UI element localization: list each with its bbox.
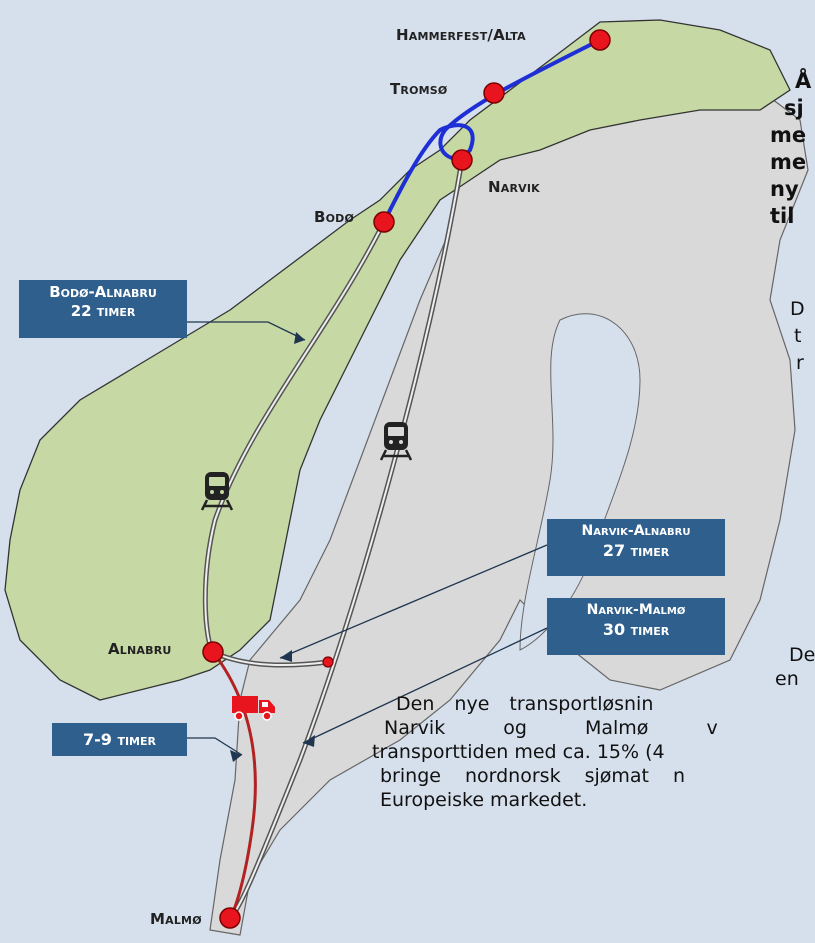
node-hammerfest — [589, 29, 611, 51]
node-malmo — [219, 907, 241, 929]
city-label-bodo: Bodø — [314, 208, 355, 226]
intro-line: sj — [784, 96, 804, 120]
route-box-truck: 7-9 timer — [52, 723, 187, 756]
city-label-tromso: Tromsø — [390, 80, 448, 98]
route-time: 22 timer — [70, 301, 136, 320]
norway-landmass — [4, 19, 791, 701]
city-label-narvik: Narvik — [488, 178, 540, 196]
intro-line: ny — [770, 177, 799, 201]
route-box-narvik-malmo: Narvik-Malmø 30 timer — [547, 598, 725, 655]
right-text-line: en — [775, 668, 799, 690]
route-box-narvik-alnabru: Narvik-Alnabru 27 timer — [547, 519, 725, 576]
city-label-hammerfest: Hammerfest/Alta — [396, 26, 526, 44]
route-box-bodo-alnabru: Bodø-Alnabru 22 timer — [19, 280, 187, 338]
train-icon — [379, 422, 413, 461]
node-junction — [322, 656, 334, 668]
right-text-b: De en — [775, 643, 815, 699]
right-text-a: D t r — [790, 296, 808, 376]
paragraph-line: transporttiden med ca. 15% (4 — [372, 741, 665, 763]
node-narvik — [451, 149, 473, 171]
train-icon — [200, 472, 234, 511]
callout-arrow-bodo — [294, 332, 305, 344]
truck-route — [211, 651, 257, 919]
callout-arrow-narvik-alnabru — [280, 650, 292, 662]
paragraph-line: Den nye transportløsnin — [396, 693, 654, 715]
node-alnabru — [202, 641, 224, 663]
rail-line-bodo-alnabru-core — [204, 221, 385, 653]
route-time: 27 timer — [602, 540, 670, 560]
callout-line-bodo — [187, 321, 306, 341]
callout-arrow-narvik-malmo — [303, 735, 315, 747]
callout-line-narvik-malmo — [302, 627, 548, 744]
truck-icon — [232, 696, 275, 721]
right-text-line: D — [790, 298, 805, 320]
node-tromso — [483, 82, 505, 104]
city-label-malmo: Malmø — [150, 910, 202, 928]
route-name: Narvik-Alnabru — [581, 523, 691, 539]
city-label-alnabru: Alnabru — [108, 640, 172, 658]
right-text-line: t — [794, 325, 802, 347]
intro-line: til — [770, 204, 795, 228]
right-text-line: r — [796, 352, 804, 374]
transport-paragraph: Den nye transportløsnin Narvik og Malmø … — [372, 692, 808, 822]
paragraph-line: Narvik og Malmø v — [384, 717, 718, 739]
route-time: 30 timer — [602, 619, 670, 639]
paragraph-line: Europeiske markedet. — [380, 789, 588, 811]
rail-line-narvik-malmo-core — [229, 159, 463, 919]
intro-line: me — [770, 150, 807, 174]
callout-line-narvik-alnabru — [279, 544, 548, 659]
route-name: Bodø-Alnabru — [49, 283, 157, 301]
intro-line: Å — [795, 69, 812, 93]
paragraph-line: bringe nordnorsk sjømat n — [380, 765, 686, 787]
node-bodo — [373, 211, 395, 233]
route-time: 7-9 timer — [82, 730, 156, 749]
callout-line-truck — [187, 737, 243, 756]
route-name: Narvik-Malmø — [586, 602, 686, 618]
callout-arrow-truck — [230, 750, 242, 762]
intro-line: me — [770, 123, 807, 147]
intro-text: Å sj me me ny til — [770, 68, 812, 238]
right-text-line: De — [789, 644, 815, 666]
